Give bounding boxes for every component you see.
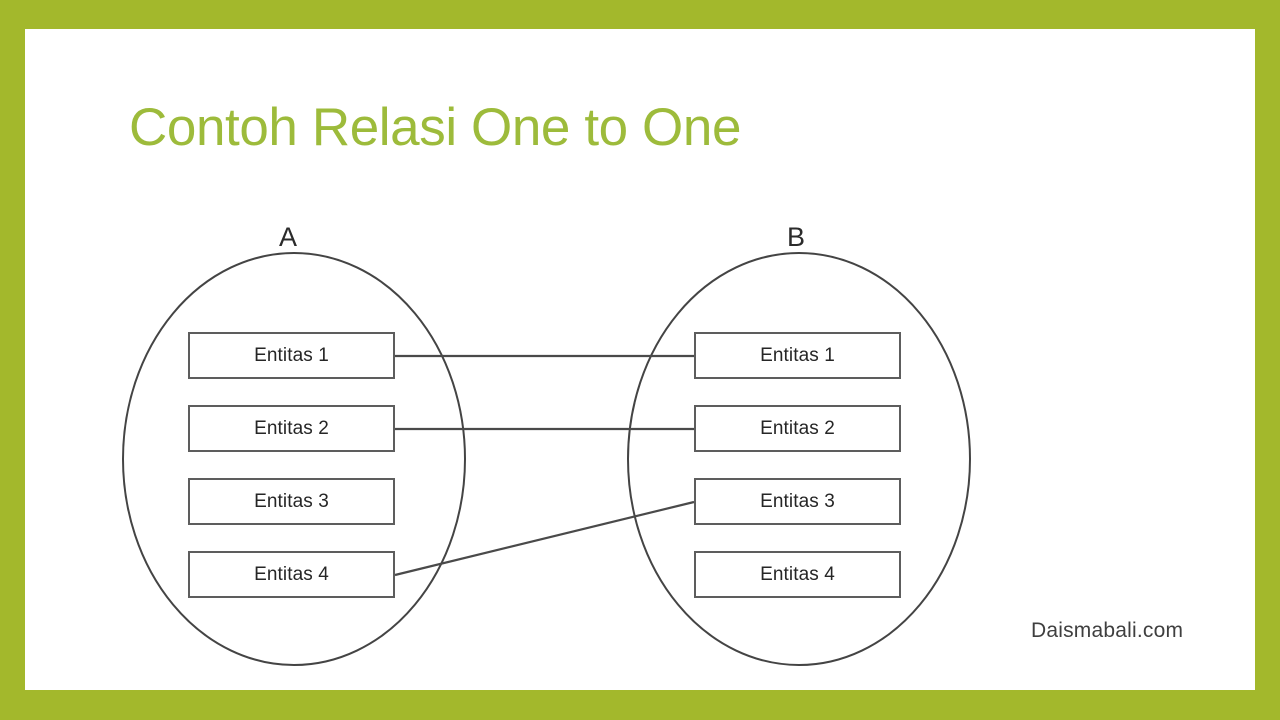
set-a-ellipse-group <box>122 252 466 666</box>
entity-box-a-2[interactable]: Entitas 2 <box>188 405 395 452</box>
entity-box-a-1[interactable]: Entitas 1 <box>188 332 395 379</box>
set-b-ellipse-group <box>627 252 971 666</box>
set-a-ellipse <box>122 252 466 666</box>
watermark-text: Daismabali.com <box>1031 619 1184 642</box>
entity-box-b-2[interactable]: Entitas 2 <box>694 405 901 452</box>
entity-box-b-4[interactable]: Entitas 4 <box>694 551 901 598</box>
set-label-a: A <box>278 222 297 252</box>
connector-a4-b3 <box>394 500 695 577</box>
entity-box-a-3[interactable]: Entitas 3 <box>188 478 395 525</box>
page-title: Contoh Relasi One to One <box>129 98 742 157</box>
set-label-b: B <box>786 222 805 252</box>
entity-box-a-4[interactable]: Entitas 4 <box>188 551 395 598</box>
entity-box-b-3[interactable]: Entitas 3 <box>694 478 901 525</box>
connector-lines <box>394 354 695 577</box>
set-b-ellipse <box>627 252 971 666</box>
entity-box-b-1[interactable]: Entitas 1 <box>694 332 901 379</box>
